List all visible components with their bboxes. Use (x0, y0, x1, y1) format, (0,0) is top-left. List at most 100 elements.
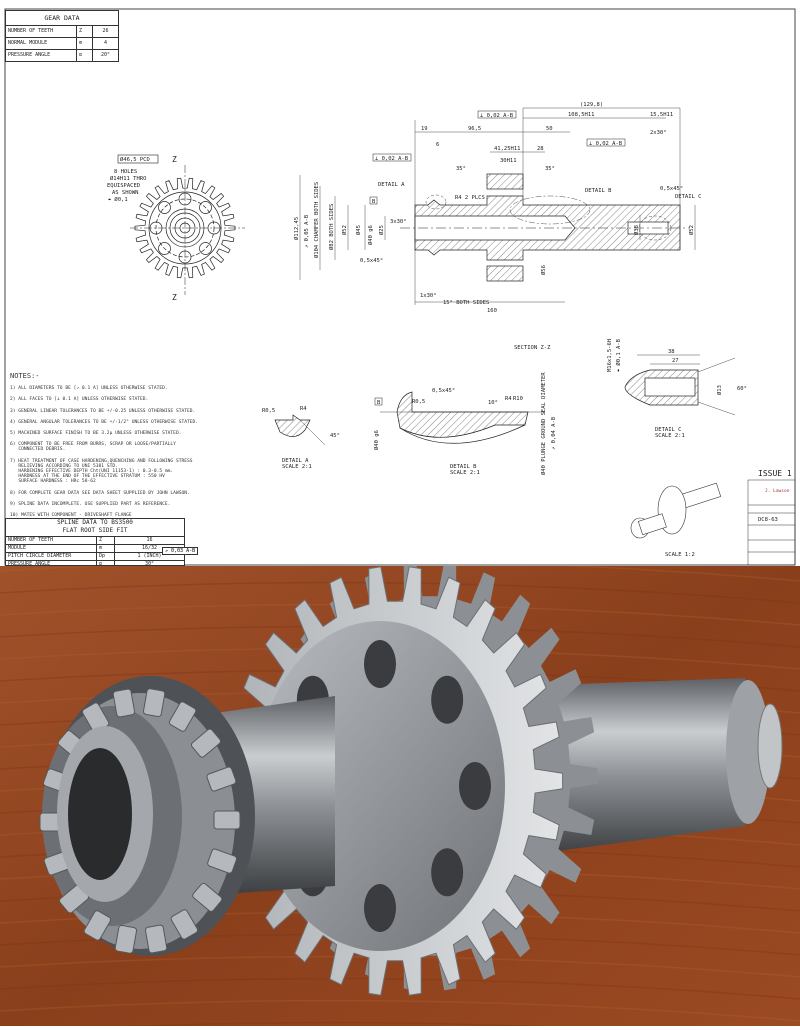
lightening-hole (158, 201, 171, 214)
detail-a-view (274, 414, 326, 446)
row-label: NORMAL MODULE (6, 38, 77, 49)
chamfer-05-right: 0,5x45° (660, 186, 683, 192)
holes-label-3: EQUISPACED (107, 183, 140, 189)
note-item: 1) ALL DIAMETERS TO BE [↗ 0.1 A] UNLESS … (10, 386, 168, 392)
tol-frame-text: ⊥ 0,02 A-B (375, 156, 409, 162)
row-symbol: α (77, 50, 93, 61)
row-label: PITCH CIRCLE DIAMETER (6, 553, 97, 560)
dim-30: 30H11 (500, 158, 517, 164)
spur-gear (226, 561, 598, 996)
note-item: 2) ALL FACES TO [⊥ 0.1 A] UNLESS OTHERWI… (10, 397, 149, 403)
row-symbol: m (97, 545, 115, 552)
row-label: PRESSURE ANGLE (6, 561, 97, 567)
dia-25: Ø25 (378, 225, 385, 235)
detail-a-leader (299, 419, 326, 446)
detail-b-datum: B (377, 400, 381, 406)
gear-web-hole (364, 884, 396, 932)
dim-28: 28 (537, 146, 544, 152)
dim-15: 15,5H11 (650, 112, 673, 118)
gear-web-hole (431, 675, 464, 724)
gear-front-view (130, 165, 245, 295)
detail-a-r4: R4 (300, 406, 307, 412)
detail-a-scale: SCALE 2:1 (282, 464, 312, 470)
grain-line (0, 999, 800, 1022)
chamfer-2x30: 2x30° (650, 130, 667, 136)
detail-c-27: 27 (672, 358, 679, 364)
note-item: 7) HEAT TREATMENT OF CASE HARDENING,QUEN… (10, 458, 193, 485)
section-mark-bottom: Z (172, 293, 177, 302)
chamfer-05-left: 0,5x45° (360, 258, 383, 264)
note-item: 9) SPLINE DATA INCOMPLETE. USE SUPPLIED … (10, 501, 171, 507)
shaft-bore (68, 748, 132, 880)
note-item: 6) COMPONENT TO BE FREE FROM BURRS, SCRA… (10, 442, 176, 453)
dia-52-left: Ø52 (341, 225, 348, 235)
callout-detail-a: DETAIL A (378, 182, 405, 188)
lightening-hole (158, 242, 171, 255)
row-symbol: Dp (97, 553, 115, 560)
company-logo: J. Lawson (765, 488, 790, 494)
lightening-hole (178, 250, 192, 264)
tol-frame-text: ⊥ 0,02 A-B (480, 113, 514, 119)
gear-teeth-outline (134, 177, 236, 279)
pcd-label-frame (117, 154, 159, 164)
gear-web-hole (459, 762, 491, 810)
detail-a-section (274, 414, 311, 437)
gear-web-hole (364, 640, 396, 688)
callout-detail-c: DETAIL C (675, 194, 702, 200)
holes-label-4: AS SHOWN (112, 190, 139, 196)
section-view (299, 107, 696, 305)
detail-b-r10: R10 (513, 396, 523, 402)
holes-label-1: 8 HOLES (114, 169, 137, 175)
detail-b-datum-box (374, 397, 383, 406)
note-item: 3) GENERAL LINEAR TOLERANCES TO BE +/-0.… (10, 408, 196, 414)
detail-b-view (380, 391, 545, 444)
notes-block: NOTES:- 1) ALL DIAMETERS TO BE [↗ 0.1 A]… (10, 372, 260, 524)
section-mark-top: Z (172, 155, 177, 164)
angle-35-left: 35° (456, 166, 466, 172)
detail-b-outline (399, 424, 526, 444)
lightening-hole (199, 201, 212, 214)
detail-c-circle (638, 215, 672, 241)
detail-b-scale: SCALE 2:1 (450, 470, 480, 476)
tol-frame (477, 110, 517, 119)
angle-35-right: 35° (545, 166, 555, 172)
holes-label-2: Ø14H11 THRO (110, 175, 146, 182)
detail-b-circle (509, 195, 591, 225)
bearing-roller (206, 766, 237, 792)
shaft-end-face (726, 680, 770, 824)
detail-c-cone (697, 357, 736, 416)
section-title: SECTION Z-Z (514, 345, 551, 351)
iso-hub (637, 513, 667, 536)
note-item: 4) GENERAL ANGULAR TOLERANCES TO BE +/-1… (10, 419, 199, 425)
title-block (747, 479, 796, 566)
bearing-roller (192, 882, 223, 912)
dim-41: 41,25H11 (494, 146, 521, 152)
bearing-roller (207, 848, 238, 874)
bearing-roller (83, 910, 112, 941)
holes-tolerance: ⌖ Ø0,1 (108, 196, 128, 203)
row-label: MODULE (6, 545, 97, 552)
row-symbol: m (77, 38, 93, 49)
row-label: PRESSURE ANGLE (6, 50, 77, 61)
dim-overall: (129,8) (580, 102, 603, 108)
row-symbol: α (97, 561, 115, 567)
detail-c-title: DETAIL C (655, 427, 682, 433)
dia-40: Ø40 g6 (367, 225, 374, 245)
tol-frame (586, 138, 626, 147)
sheet-border (4, 8, 796, 566)
detail-c-38: 38 (668, 349, 675, 355)
detail-b-title: DETAIL B (450, 464, 477, 470)
gear-tooth-section-bottom (486, 265, 524, 282)
notes-title: NOTES:- (10, 372, 40, 380)
pcd-label: Ø46,5 PCD (120, 156, 150, 163)
note-item: 5) MACHINED SURFACE FINISH TO BE 3.2μ UN… (10, 431, 182, 437)
detail-c-dia13: Ø13 (716, 385, 723, 395)
detail-c-scale: SCALE 2:1 (655, 433, 685, 439)
part-photograph (0, 559, 800, 1030)
